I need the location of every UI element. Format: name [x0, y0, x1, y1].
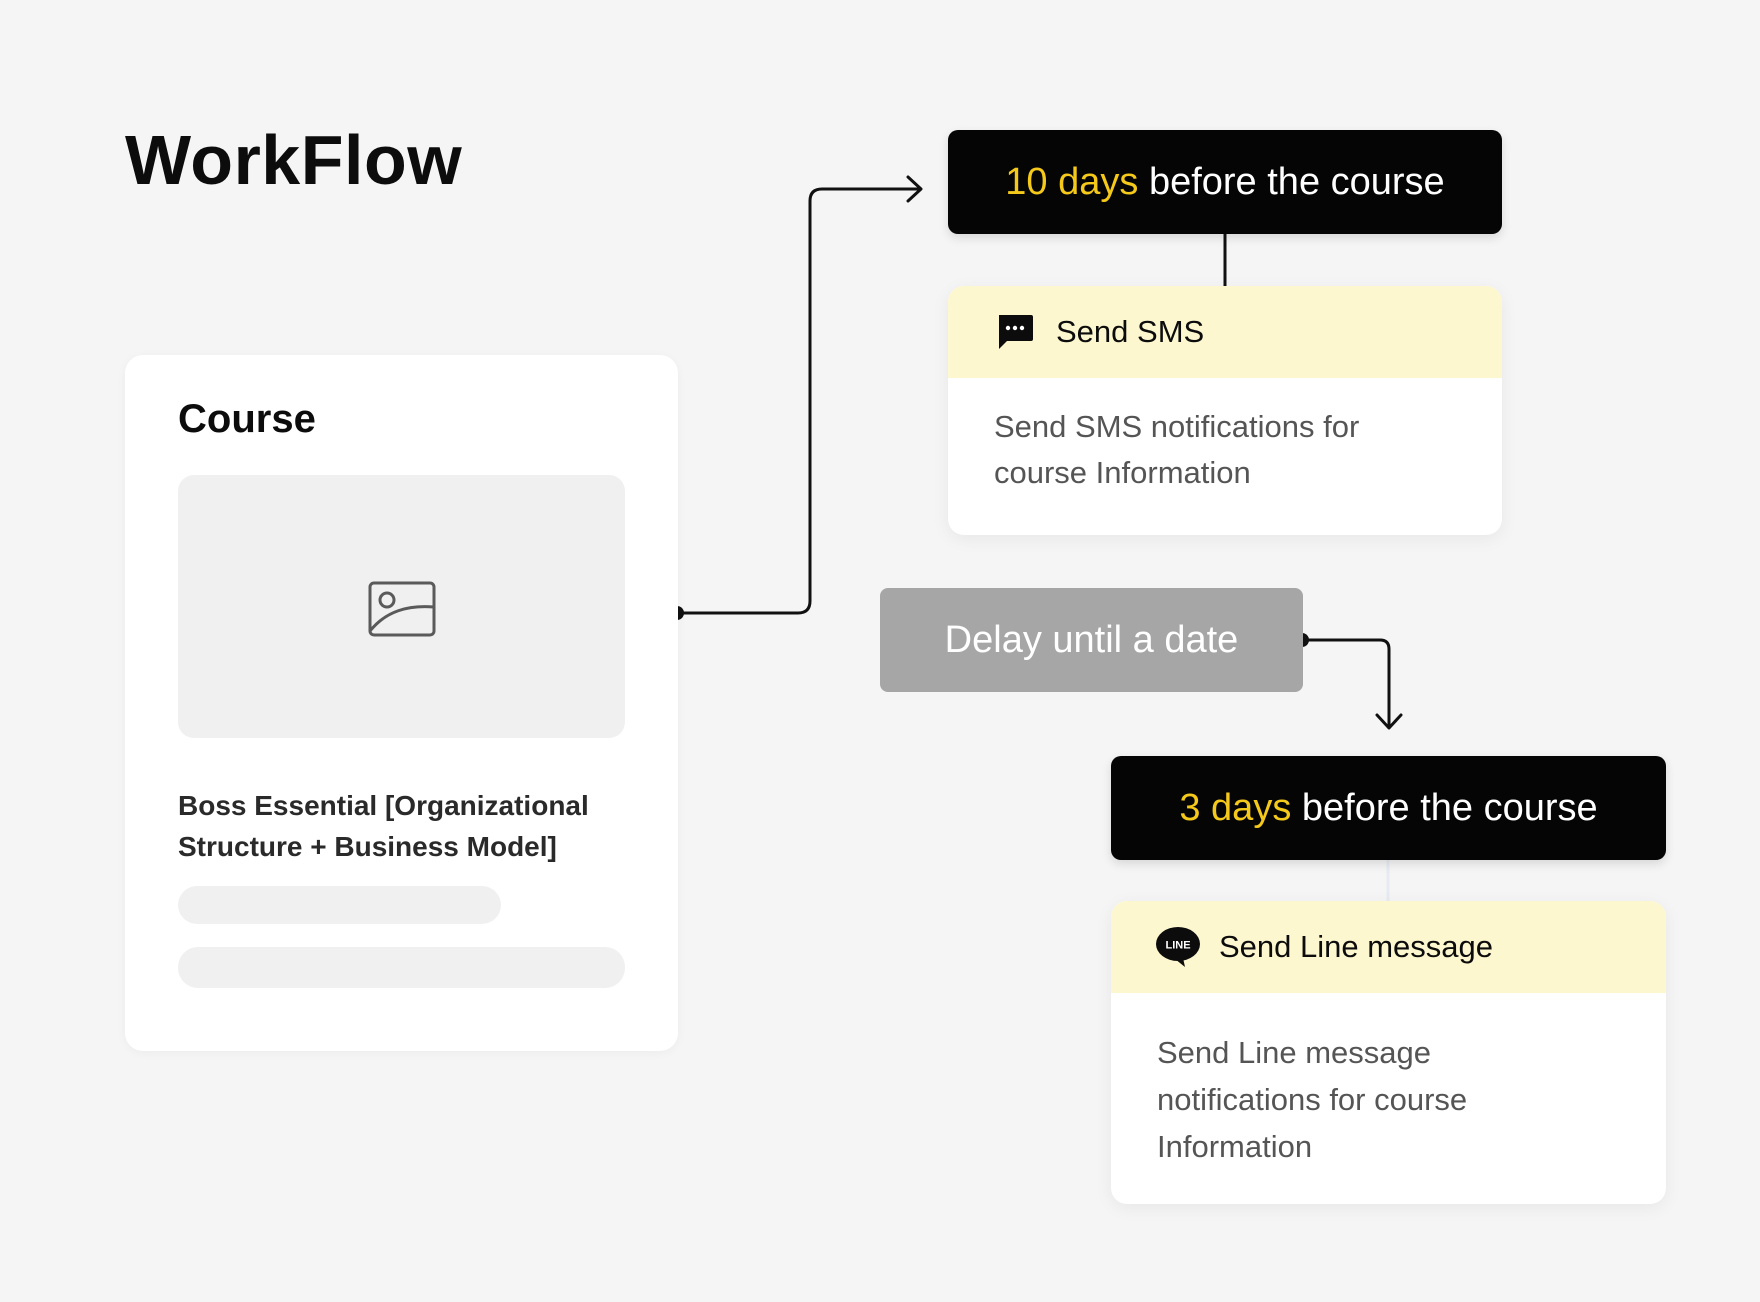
- trigger-highlight: 10 days: [1005, 160, 1139, 203]
- course-name: Boss Essential [Organizational Structure…: [178, 790, 589, 862]
- action-description: Send SMS notifications for course Inform…: [994, 409, 1360, 490]
- svg-text:LINE: LINE: [1165, 940, 1190, 952]
- action-header: LINE Send Line message: [1111, 901, 1666, 993]
- delay-to-trigger-connector: [1302, 638, 1391, 726]
- image-icon: [368, 581, 436, 637]
- delay-until-date[interactable]: Delay until a date: [880, 588, 1303, 692]
- trigger-highlight: 3 days: [1179, 786, 1292, 829]
- page-title: WorkFlow: [125, 121, 463, 199]
- sms-chat-icon: [992, 309, 1038, 355]
- skeleton-line: [178, 886, 501, 924]
- trigger-text: before the course: [1138, 160, 1445, 203]
- action-header: Send SMS: [948, 286, 1502, 378]
- trigger-text: before the course: [1291, 786, 1598, 829]
- trigger-10-days[interactable]: 10 days before the course: [948, 130, 1502, 234]
- line-app-icon: LINE: [1155, 924, 1201, 970]
- trigger-3-days[interactable]: 3 days before the course: [1111, 756, 1666, 860]
- action-label: Send SMS: [1056, 314, 1205, 349]
- action-send-sms[interactable]: Send SMS Send SMS notifications for cour…: [948, 286, 1502, 535]
- action-send-line[interactable]: LINE Send Line message Send Line message…: [1111, 901, 1666, 1204]
- course-image-placeholder: [178, 475, 625, 738]
- arrow-right-icon: [906, 175, 923, 203]
- arrow-down-icon: [1375, 713, 1403, 730]
- action-label: Send Line message: [1219, 929, 1494, 964]
- course-to-trigger-connector: [677, 187, 920, 615]
- skeleton-line: [178, 947, 625, 988]
- course-card-title: Course: [178, 397, 316, 441]
- course-card[interactable]: Course Boss Essential [Organizational St…: [125, 355, 678, 1051]
- action-description: Send Line message notifications for cour…: [1157, 1035, 1468, 1164]
